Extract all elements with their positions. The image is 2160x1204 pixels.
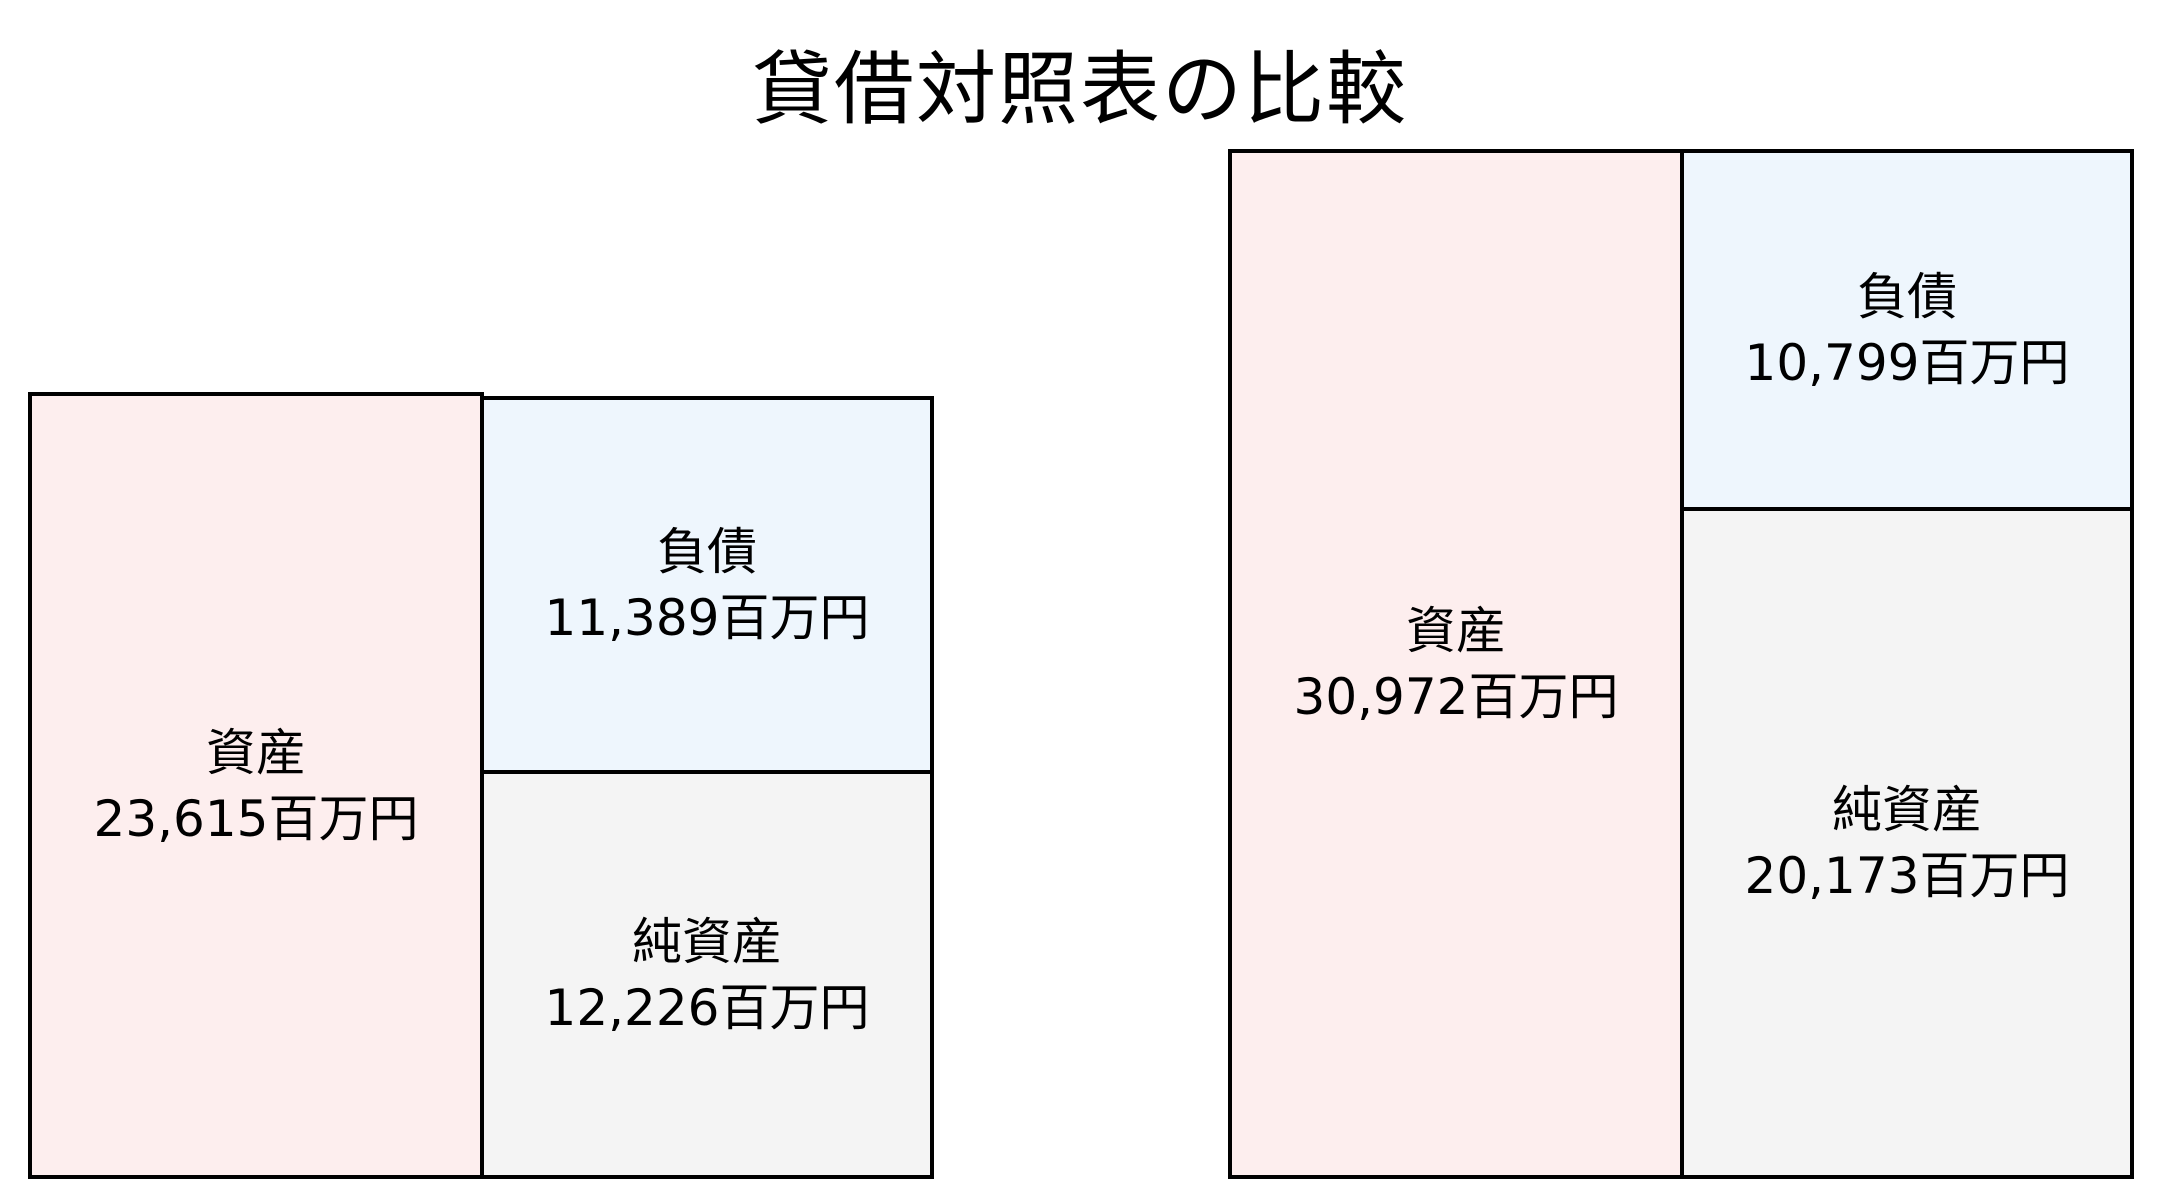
liabilities-box: 負債 10,799百万円: [1680, 149, 2134, 511]
net-assets-box: 純資産 12,226百万円: [480, 770, 934, 1179]
liabilities-value: 11,389百万円: [544, 589, 870, 647]
net-assets-label: 純資産: [1832, 781, 1982, 839]
assets-box: 資産 23,615百万円: [28, 392, 484, 1179]
assets-value: 30,972百万円: [1293, 668, 1619, 726]
net-assets-value: 12,226百万円: [544, 978, 870, 1037]
net-assets-value: 20,173百万円: [1744, 847, 2070, 905]
liabilities-value: 10,799百万円: [1744, 334, 2070, 392]
liabilities-label: 負債: [1857, 268, 1957, 326]
assets-label: 資産: [1406, 602, 1506, 660]
assets-value: 23,615百万円: [93, 789, 419, 848]
page-title: 貸借対照表の比較: [752, 43, 1408, 136]
net-assets-box: 純資産 20,173百万円: [1680, 507, 2134, 1179]
assets-box: 資産 30,972百万円: [1228, 149, 1684, 1179]
assets-label: 資産: [206, 723, 306, 782]
liabilities-box: 負債 11,389百万円: [480, 396, 934, 774]
liabilities-label: 負債: [657, 523, 757, 581]
net-assets-label: 純資産: [632, 912, 782, 971]
balance-sheet-left: 資産 23,615百万円 負債 11,389百万円 純資産 12,226百万円: [28, 392, 934, 1179]
balance-sheet-right: 資産 30,972百万円 負債 10,799百万円 純資産 20,173百万円: [1228, 149, 2134, 1179]
